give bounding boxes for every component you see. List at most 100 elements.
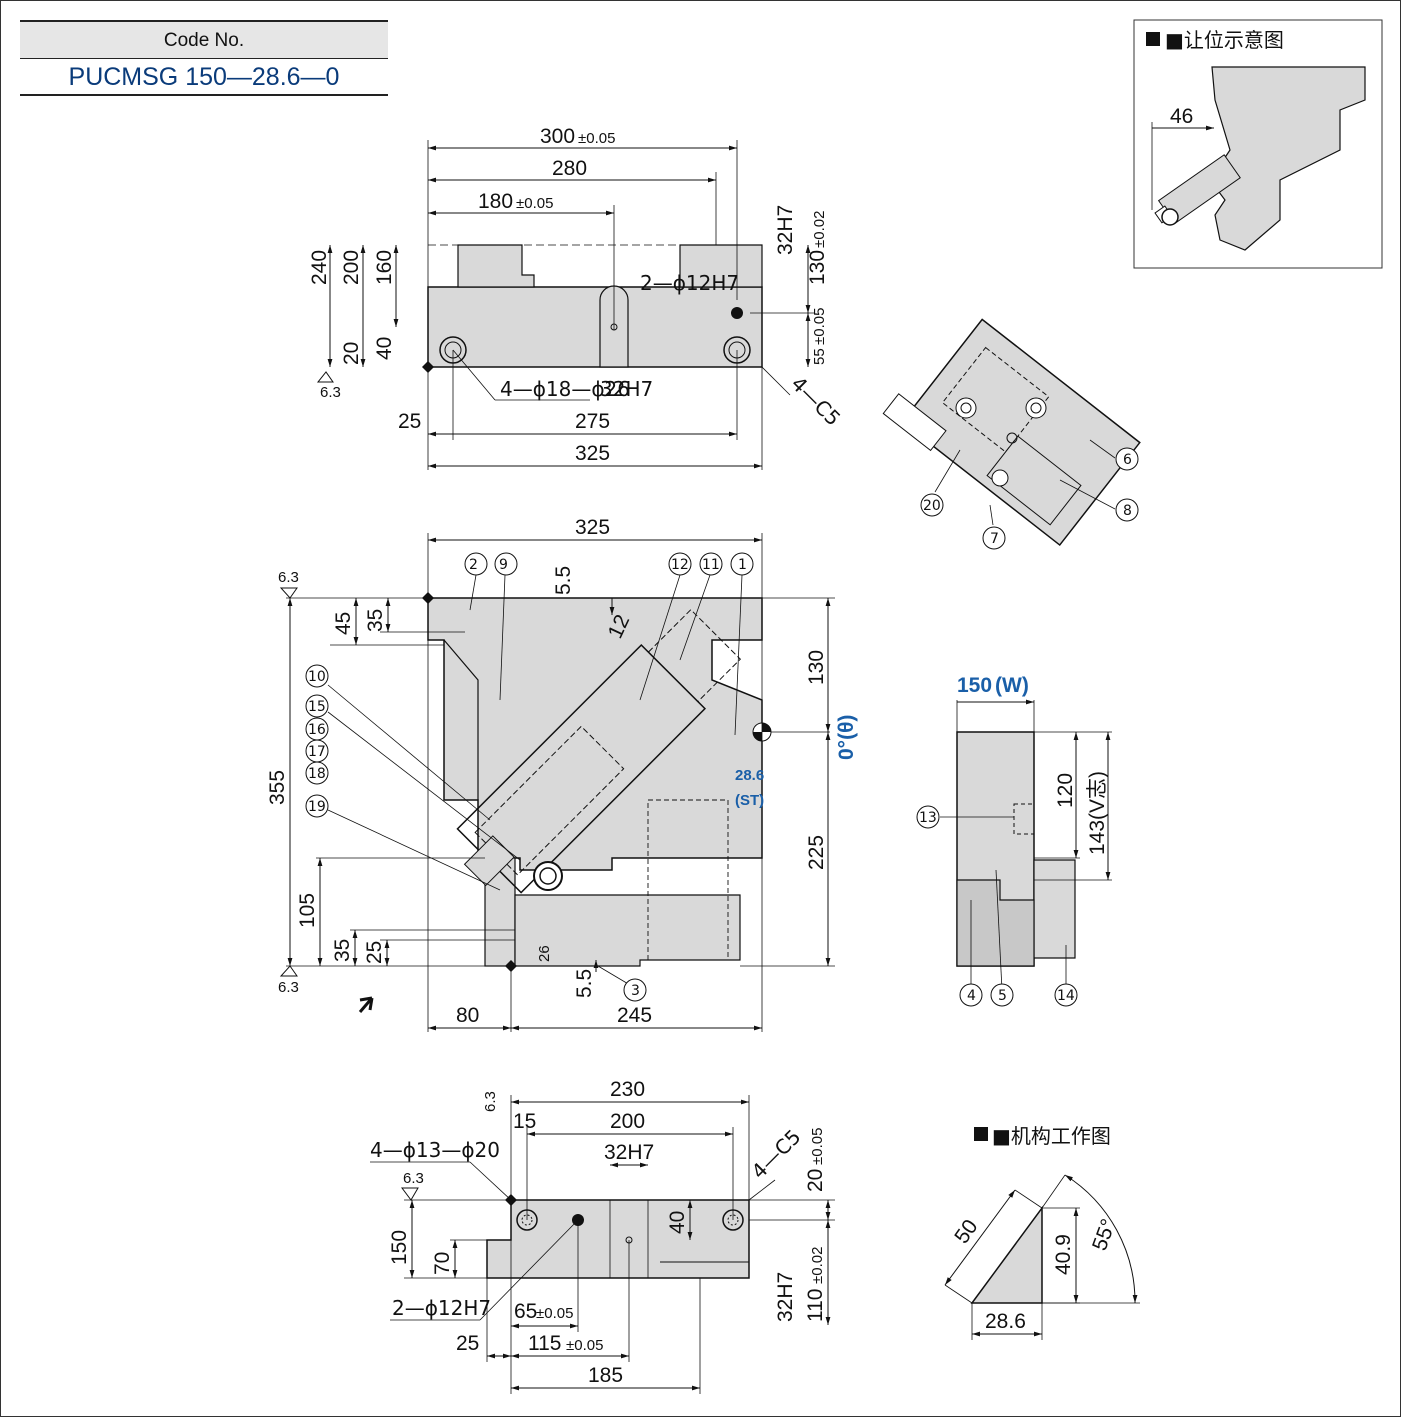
side-view: 150 (W) 120 143(V志) 13 4 5 14 xyxy=(916,674,1112,1007)
callout-9: 9 xyxy=(494,552,518,576)
mechanism-dim-40-9: 40.9 xyxy=(1052,1234,1075,1275)
code-label: Code No. xyxy=(20,20,388,59)
chamfer-label: 4—C5 xyxy=(786,372,845,431)
bottom-dim-15: 15 xyxy=(513,1110,536,1133)
stroke-label: (ST) xyxy=(735,792,764,809)
svg-text:10: 10 xyxy=(308,669,326,685)
dim-280: 280 xyxy=(552,157,587,180)
callout-5: 5 xyxy=(990,983,1014,1007)
code-number-box: Code No. PUCMSG 150—28.6—0 xyxy=(20,20,388,96)
callout-7: 7 xyxy=(982,526,1006,550)
front-roughness-bottom: 6.3 xyxy=(278,979,299,996)
bottom-chamfer: 4—C5 xyxy=(747,1125,806,1184)
callout-6: 6 xyxy=(1115,447,1139,471)
bottom-tol-110: ±0.02 xyxy=(809,1247,826,1284)
callout-20: 20 xyxy=(920,493,944,517)
front-dim-130: 130 xyxy=(805,650,828,685)
front-dim-5-5-b: 5.5 xyxy=(573,969,596,998)
bottom-dim-185: 185 xyxy=(588,1364,623,1387)
callout-17: 17 xyxy=(305,739,329,763)
clearance-title: ■让位示意图 xyxy=(1165,28,1284,52)
dim-325: 325 xyxy=(575,442,610,465)
front-view: 325 355 45 35 5.5 12 130 225 105 35 25 2… xyxy=(266,516,858,1032)
bottom-dim-40: 40 xyxy=(666,1211,689,1234)
bottom-tol-65: ±0.05 xyxy=(536,1305,573,1322)
svg-text:15: 15 xyxy=(308,699,326,715)
callout-2: 2 xyxy=(464,552,488,576)
dim-55: 55 xyxy=(811,348,828,365)
dim-160: 160 xyxy=(373,250,396,285)
bottom-dim-230: 230 xyxy=(610,1078,645,1101)
bottom-dim-32h7-b: 32H7 xyxy=(774,1272,797,1322)
dim-20: 20 xyxy=(340,342,363,365)
bottom-tol-115: ±0.05 xyxy=(566,1337,603,1354)
code-value: PUCMSG 150—28.6—0 xyxy=(20,58,388,96)
bottom-dim-32h7: 32H7 xyxy=(604,1141,654,1164)
clearance-dim-46: 46 xyxy=(1170,105,1193,128)
callout-11: 11 xyxy=(699,552,723,576)
bottom-dim-110: 110 xyxy=(804,1289,827,1322)
svg-text:14: 14 xyxy=(1057,988,1075,1004)
side-dim-143: 143(V志) xyxy=(1086,771,1109,855)
svg-text:9: 9 xyxy=(499,557,508,573)
svg-text:19: 19 xyxy=(308,799,326,815)
hole-12h7-label: 2—ϕ12H7 xyxy=(640,271,739,295)
dim-200: 200 xyxy=(340,250,363,285)
roughness-label: 6.3 xyxy=(320,384,341,401)
mechanism-dim-28-6: 28.6 xyxy=(985,1310,1026,1333)
hole-18-label: 4—ϕ18—ϕ26 xyxy=(500,377,630,401)
front-dim-45: 45 xyxy=(332,612,355,635)
side-width: 150 xyxy=(957,674,992,697)
tol-55: ±0.05 xyxy=(811,308,828,345)
callout-10: 10 xyxy=(305,664,329,688)
svg-text:13: 13 xyxy=(919,810,937,826)
callout-18: 18 xyxy=(305,761,329,785)
bottom-dim-200: 200 xyxy=(610,1110,645,1133)
svg-text:4: 4 xyxy=(967,988,976,1004)
bottom-tol-20: ±0.05 xyxy=(809,1128,826,1165)
side-dim-120: 120 xyxy=(1054,773,1077,808)
callout-14: 14 xyxy=(1054,983,1078,1007)
front-dim-355: 355 xyxy=(266,770,289,805)
dim-300: 300 xyxy=(540,125,575,148)
front-dim-80: 80 xyxy=(456,1004,479,1027)
front-roughness-top: 6.3 xyxy=(278,569,299,586)
dim-25: 25 xyxy=(398,410,421,433)
tol-300: ±0.05 xyxy=(578,130,615,147)
svg-text:7: 7 xyxy=(990,531,999,547)
front-dim-35-b: 35 xyxy=(331,939,354,962)
angle-label: 0°(θ) xyxy=(835,715,858,760)
front-dim-325: 325 xyxy=(575,516,610,539)
dim-32h7: 32H7 xyxy=(774,205,797,255)
callout-12: 12 xyxy=(668,552,692,576)
bottom-dim-20: 20 xyxy=(804,1169,827,1192)
mechanism-dim-50: 50 xyxy=(950,1216,982,1248)
front-dim-35: 35 xyxy=(364,609,387,632)
tol-180: ±0.05 xyxy=(516,195,553,212)
callout-1: 1 xyxy=(730,552,754,576)
dim-32h7-b: 32H7 xyxy=(600,377,653,401)
tol-130: ±0.02 xyxy=(811,211,828,248)
mechanism-inset: ■机构工作图 28.6 40.9 50 55° xyxy=(944,1124,1140,1340)
svg-text:8: 8 xyxy=(1123,503,1132,519)
front-dim-25: 25 xyxy=(363,941,386,964)
callouts-front: 2 9 12 11 1 10 15 16 17 18 19 3 xyxy=(305,552,754,1002)
bottom-dim-150: 150 xyxy=(388,1230,411,1265)
detail-view: 6 8 7 20 xyxy=(882,318,1141,550)
bottom-dim-115: 115 xyxy=(528,1332,561,1355)
callout-15: 15 xyxy=(305,694,329,718)
svg-text:18: 18 xyxy=(308,766,326,782)
svg-text:3: 3 xyxy=(631,983,640,999)
top-view: 300 ±0.05 280 180 ±0.05 240 200 160 20 4… xyxy=(308,125,845,470)
bottom-dim-65: 65 xyxy=(514,1300,537,1323)
bottom-dim-25: 25 xyxy=(456,1332,479,1355)
mechanism-title: ■机构工作图 xyxy=(992,1124,1111,1148)
side-width-label: (W) xyxy=(995,674,1029,697)
callout-16: 16 xyxy=(305,717,329,741)
callout-13: 13 xyxy=(916,805,940,829)
bottom-roughness-a: 6.3 xyxy=(482,1091,499,1112)
front-dim-5-5: 5.5 xyxy=(552,566,575,595)
bottom-dim-70: 70 xyxy=(431,1252,454,1275)
bottom-view: 230 15 200 32H7 4—ϕ13—ϕ20 4—C5 20 ±0.05 … xyxy=(370,1078,835,1394)
